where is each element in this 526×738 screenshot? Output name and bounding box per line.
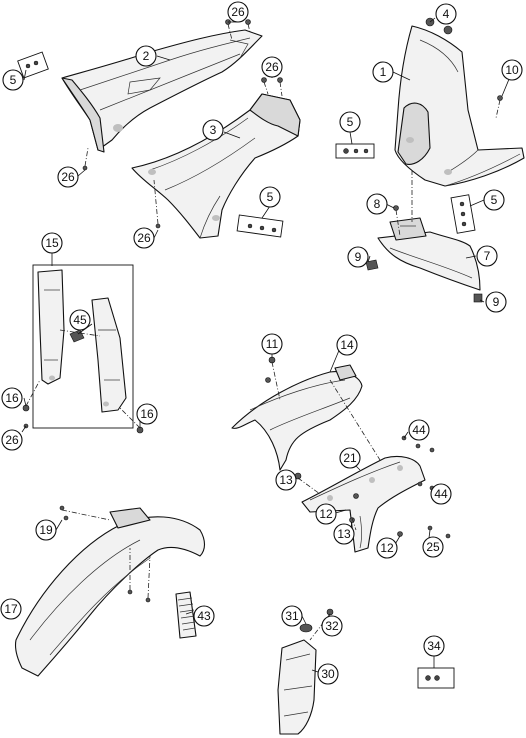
callout-3: 3 [202, 119, 224, 141]
svg-text:5: 5 [491, 193, 498, 207]
hardware-kit-5c [236, 214, 284, 238]
part-1-headlight-mask [394, 25, 525, 187]
hardware-kit-5d [450, 194, 476, 234]
svg-text:25: 25 [426, 540, 440, 554]
svg-text:11: 11 [266, 337, 279, 351]
svg-text:26: 26 [137, 231, 151, 245]
callout-14: 14 [336, 334, 358, 356]
part-17-front-fender [14, 507, 206, 677]
part-21-fender-bracket [301, 455, 426, 553]
svg-text:34: 34 [427, 639, 441, 653]
callout-26: 26 [133, 227, 155, 249]
callout-2: 2 [135, 45, 157, 67]
callout-43: 43 [193, 605, 215, 627]
callout-13: 13 [333, 523, 355, 545]
callout-9: 9 [347, 246, 369, 268]
callout-10: 10 [501, 59, 523, 81]
callout-16: 16 [1, 387, 23, 409]
svg-text:45: 45 [73, 313, 87, 327]
part-34-screw-kit [417, 667, 455, 689]
callout-44: 44 [430, 483, 452, 505]
svg-text:26: 26 [5, 433, 19, 447]
callout-21: 21 [339, 447, 361, 469]
svg-text:13: 13 [279, 473, 293, 487]
svg-text:8: 8 [374, 197, 381, 211]
callout-5: 5 [259, 186, 281, 208]
callout-9: 9 [485, 291, 507, 313]
svg-text:44: 44 [434, 487, 448, 501]
callout-26: 26 [1, 429, 23, 451]
svg-text:26: 26 [231, 5, 245, 19]
svg-text:21: 21 [343, 451, 357, 465]
callout-45: 45 [69, 309, 91, 331]
callout-12: 12 [376, 537, 398, 559]
callout-13: 13 [275, 469, 297, 491]
part-7-lower-cover [377, 217, 481, 291]
leader-lines [21, 17, 513, 673]
svg-text:2: 2 [143, 49, 150, 63]
svg-text:16: 16 [5, 391, 19, 405]
svg-text:19: 19 [39, 523, 53, 537]
svg-text:30: 30 [321, 667, 335, 681]
callout-31: 31 [281, 605, 303, 627]
callout-19: 19 [35, 519, 57, 541]
svg-text:9: 9 [493, 295, 500, 309]
svg-text:26: 26 [265, 60, 279, 74]
callout-17: 17 [0, 598, 22, 620]
svg-text:12: 12 [319, 507, 333, 521]
assembly-lines [25, 23, 501, 641]
svg-text:5: 5 [267, 190, 274, 204]
svg-text:12: 12 [380, 541, 394, 555]
callout-5: 5 [339, 111, 361, 133]
part-43-decal [175, 591, 197, 639]
part-3-side-shroud [131, 93, 301, 239]
svg-text:5: 5 [10, 73, 17, 87]
callout-16: 16 [136, 403, 158, 425]
hardware-kit-5a [17, 51, 49, 79]
svg-text:43: 43 [197, 609, 211, 623]
svg-text:13: 13 [337, 527, 351, 541]
svg-text:9: 9 [355, 250, 362, 264]
callout-26: 26 [227, 1, 249, 23]
svg-text:7: 7 [484, 249, 491, 263]
part-15-fork-protectors [32, 264, 134, 429]
callout-34: 34 [423, 635, 445, 657]
svg-text:14: 14 [340, 338, 354, 352]
svg-text:1: 1 [380, 65, 387, 79]
callout-44: 44 [408, 419, 430, 441]
callout-5: 5 [2, 69, 24, 91]
svg-text:26: 26 [61, 170, 75, 184]
svg-text:17: 17 [4, 602, 18, 616]
svg-text:44: 44 [412, 423, 426, 437]
svg-text:31: 31 [285, 609, 299, 623]
svg-text:16: 16 [140, 407, 154, 421]
small-hardware [22, 17, 503, 616]
svg-text:10: 10 [505, 63, 519, 77]
callout-5: 5 [483, 189, 505, 211]
part-30-fork-guard [277, 623, 317, 735]
callout-1: 1 [372, 61, 394, 83]
svg-text:15: 15 [45, 236, 59, 250]
svg-text:5: 5 [347, 115, 354, 129]
callout-15: 15 [41, 232, 63, 254]
callout-11: 11 [261, 333, 283, 355]
callout-26: 26 [57, 166, 79, 188]
callout-4: 4 [435, 3, 457, 25]
hardware-kit-5b [335, 143, 375, 159]
svg-text:3: 3 [210, 123, 217, 137]
callout-30: 30 [317, 663, 339, 685]
callout-25: 25 [422, 536, 444, 558]
callout-32: 32 [321, 615, 343, 637]
part-14-front-fender [231, 364, 363, 471]
callout-26: 26 [261, 56, 283, 78]
callout-12: 12 [315, 503, 337, 525]
svg-text:32: 32 [325, 619, 339, 633]
callout-8: 8 [366, 193, 388, 215]
svg-text:4: 4 [443, 7, 450, 21]
callout-7: 7 [476, 245, 498, 267]
